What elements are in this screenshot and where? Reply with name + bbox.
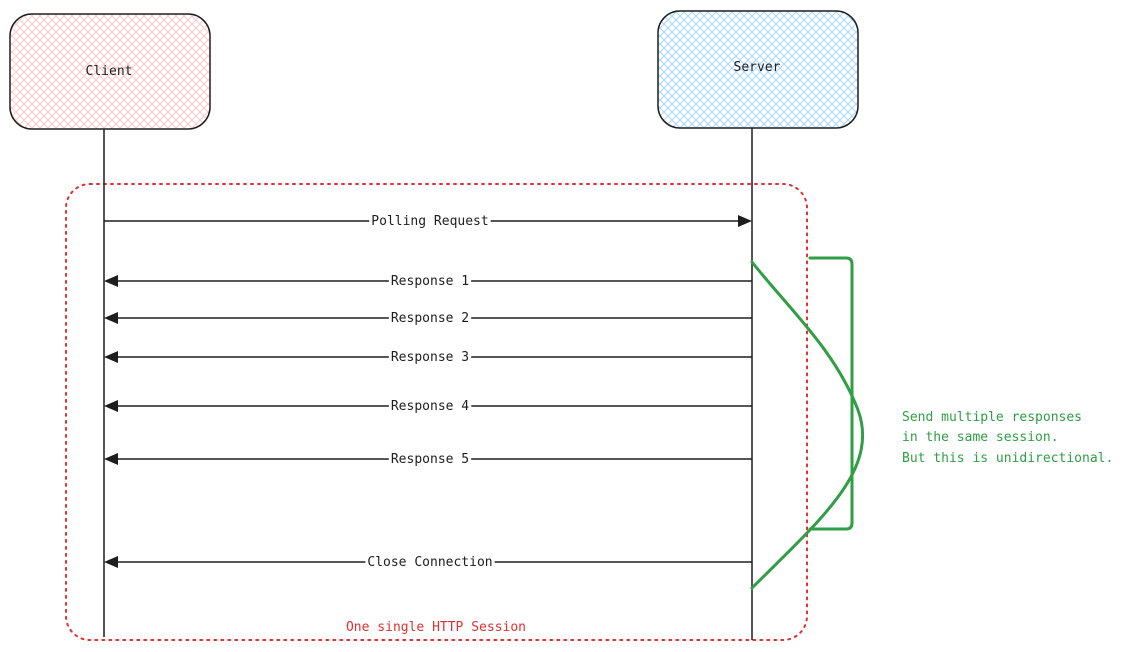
message-label: Polling Request [371, 214, 488, 229]
message-label: Response 3 [391, 350, 469, 365]
message-label: Close Connection [367, 555, 492, 570]
arrowhead-icon [104, 453, 118, 465]
session-label: One single HTTP Session [346, 620, 526, 635]
arrowhead-icon [104, 400, 118, 412]
server-label: Server [734, 60, 781, 75]
arrowhead-icon [738, 215, 752, 227]
message-label-bg [388, 274, 472, 289]
message-label-bg [388, 452, 472, 467]
message-label: Response 5 [391, 452, 469, 467]
message-label: Response 4 [391, 399, 469, 414]
message-arrow: Response 1 [104, 274, 752, 289]
arrowhead-icon [104, 312, 118, 324]
message-arrow: Response 3 [104, 350, 752, 365]
client-box [9, 13, 211, 130]
message-label-bg [388, 399, 472, 414]
note-bracket [808, 256, 854, 531]
client-label: Client [86, 64, 133, 79]
note-line-3: But this is unidirectional. [902, 451, 1113, 466]
message-label: Response 2 [391, 311, 469, 326]
server-actor: Server [657, 10, 859, 129]
message-label-bg [369, 214, 491, 229]
server-box [657, 10, 859, 129]
message-label: Response 1 [391, 274, 469, 289]
message-label-bg [388, 311, 472, 326]
note-line-2: in the same session. [902, 430, 1059, 445]
note-line-1: Send multiple responses [902, 410, 1082, 425]
arrowhead-icon [104, 351, 118, 363]
message-label-bg [388, 350, 472, 365]
message-arrow: Polling Request [104, 214, 752, 229]
response-curve [750, 260, 865, 590]
arrowhead-icon [104, 275, 118, 287]
message-label-bg [365, 555, 495, 570]
message-arrow: Response 4 [104, 399, 752, 414]
message-arrow: Close Connection [104, 555, 752, 570]
client-actor: Client [9, 13, 211, 130]
arrowhead-icon [104, 556, 118, 568]
message-arrow: Response 2 [104, 311, 752, 326]
message-arrow: Response 5 [104, 452, 752, 467]
